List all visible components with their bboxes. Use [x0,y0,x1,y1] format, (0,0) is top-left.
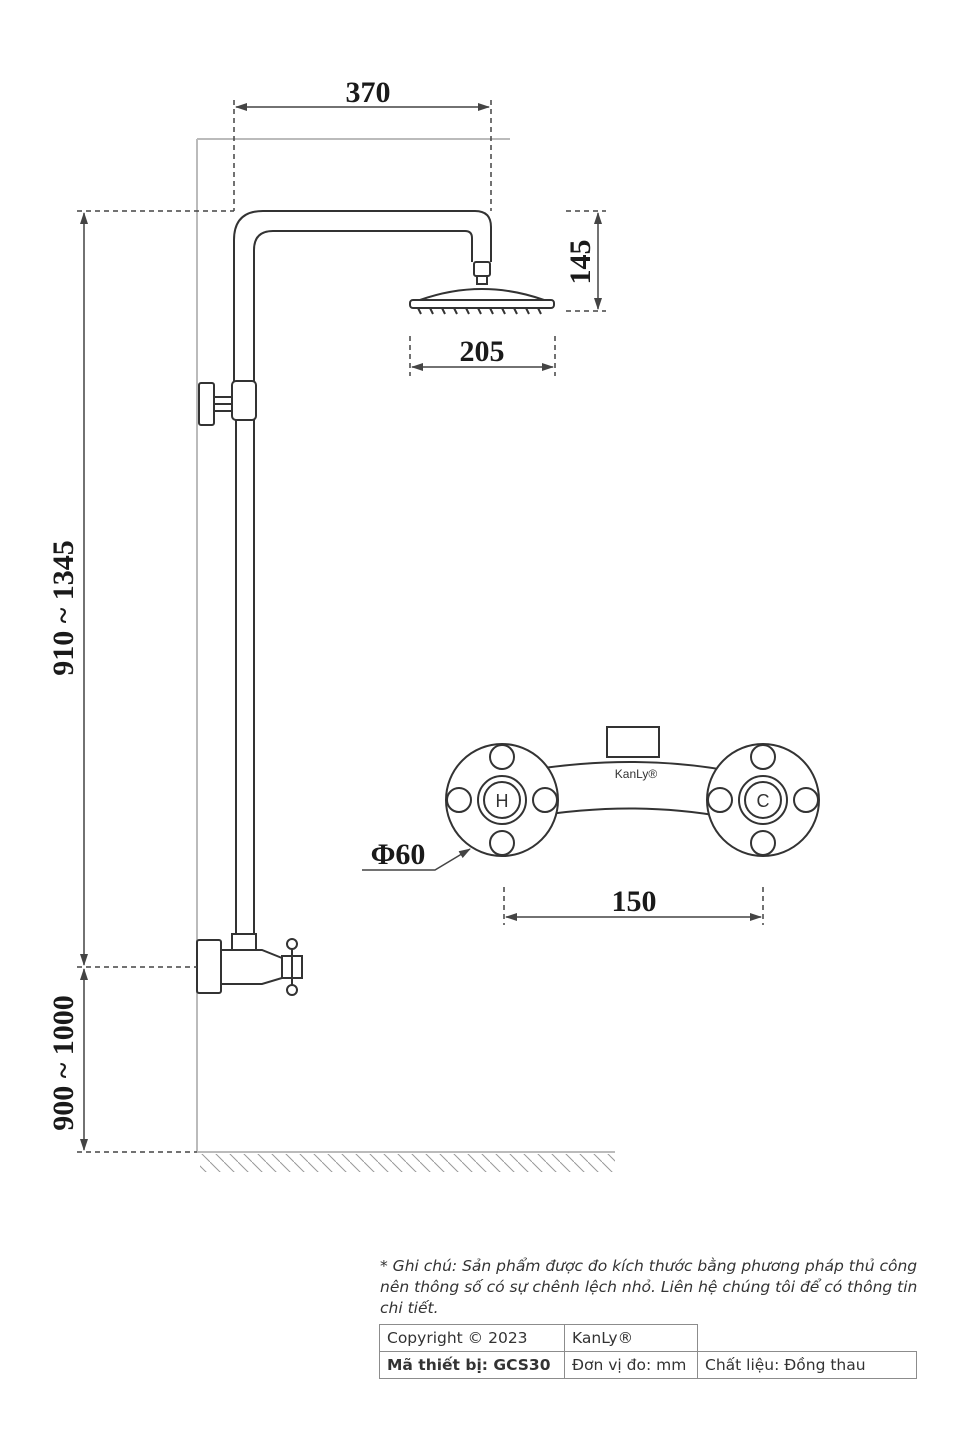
dim-riser-height: 910 ~ 1345 [47,540,80,676]
dimension-lines [77,100,764,1153]
info-table: Copyright © 2023 KanLy® Mã thiết bị: GCS… [379,1324,917,1379]
shower-head [409,261,555,315]
empty-cell [697,1324,916,1352]
model-cell: Mã thiết bị: GCS30 [379,1351,565,1379]
wall [196,138,615,1172]
mixer-front-view [445,726,820,857]
dim-mount-height: 900 ~ 1000 [47,995,80,1131]
dim-head-diameter: 205 [460,335,505,368]
dim-valve-spacing: 150 [612,885,657,918]
diverter-valve [196,933,303,996]
measurement-note: * Ghi chú: Sản phẩm được đo kích thước b… [380,1257,918,1317]
dim-arm-length: 370 [346,76,391,109]
wall-bracket [198,380,257,426]
copyright-cell: Copyright © 2023 [379,1324,565,1352]
brand-cell: KanLy® [564,1324,698,1352]
shower-pipe [233,210,492,936]
hot-label: H [496,791,509,811]
dim-flange-diameter: Φ60 [371,838,426,871]
brand-mark: KanLy® [615,767,658,781]
dim-head-height: 145 [564,240,597,285]
unit-cell: Đơn vị đo: mm [564,1351,698,1379]
cold-label: C [757,791,770,811]
material-cell: Chất liệu: Đồng thau [697,1351,917,1379]
